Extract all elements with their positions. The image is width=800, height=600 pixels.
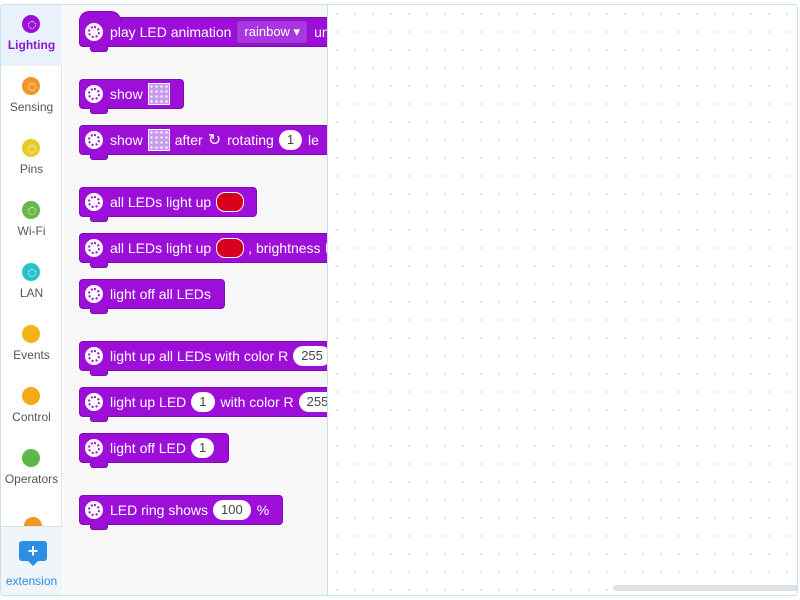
category-events[interactable]: Events [1, 315, 62, 376]
script-canvas[interactable] [327, 5, 797, 595]
block-text: with color R [220, 394, 294, 410]
category-label: Wi-Fi [17, 224, 46, 238]
block-text: all LEDs light up [110, 240, 212, 256]
led-index-input[interactable]: 1 [191, 438, 215, 458]
extension-label: extension [5, 574, 58, 588]
led-matrix-picker-icon[interactable] [147, 129, 170, 151]
block-text: show [110, 86, 143, 102]
lighting-block-icon [85, 501, 103, 519]
block-text: light off LED [110, 440, 187, 456]
category-label: Operators [4, 472, 59, 486]
sensing-icon [22, 77, 40, 95]
block-show-after-rotating[interactable]: show after ↻ rotating 1 le [79, 125, 327, 160]
category-label: Pins [19, 162, 44, 176]
lighting-icon [22, 15, 40, 33]
lighting-block-icon [85, 85, 103, 103]
block-text: % [256, 502, 270, 518]
block-text: , brightness [248, 240, 321, 256]
category-pins[interactable]: Pins [1, 129, 62, 190]
lighting-block-icon [85, 439, 103, 457]
lighting-block-icon [85, 285, 103, 303]
category-label: Control [12, 410, 51, 424]
category-operators[interactable]: Operators [1, 439, 62, 500]
lighting-block-icon [85, 347, 103, 365]
category-label: Events [13, 348, 50, 362]
editor-frame: Lighting Sensing Pins Wi-Fi LAN Events C… [0, 4, 798, 596]
led-matrix-picker-icon[interactable] [147, 83, 170, 105]
category-label: LAN [19, 286, 44, 300]
block-all-leds-light-up-brightness[interactable]: all LEDs light up , brightness [79, 233, 327, 268]
rotate-clockwise-icon: ↻ [207, 132, 222, 149]
lighting-block-icon [85, 23, 103, 41]
block-text: after [174, 132, 203, 148]
control-icon [22, 387, 40, 405]
block-text: light off all LEDs [110, 286, 211, 302]
led-index-input[interactable]: 1 [191, 392, 215, 412]
block-text: all LEDs light up [110, 194, 212, 210]
category-control[interactable]: Control [1, 377, 62, 438]
block-text: LED ring shows [110, 502, 209, 518]
category-label: Sensing [9, 100, 54, 114]
next-category-icon[interactable] [24, 517, 42, 527]
block-light-up-all-leds-rgb[interactable]: light up all LEDs with color R 255 [79, 341, 327, 376]
red-value-input[interactable]: 255 [293, 346, 327, 366]
block-text: rotating [227, 132, 274, 148]
block-palette: play LED animation rainbow ▾ un show sho… [63, 5, 327, 595]
block-all-leds-light-up[interactable]: all LEDs light up [79, 187, 258, 222]
block-led-ring-shows[interactable]: LED ring shows 100 % [79, 495, 284, 530]
animation-dropdown[interactable]: rainbow ▾ [236, 20, 309, 44]
block-text: show [110, 132, 143, 148]
horizontal-scrollbar[interactable] [613, 585, 797, 591]
rotation-count-input[interactable]: 1 [278, 130, 303, 150]
brightness-input[interactable] [325, 238, 327, 258]
operators-icon [22, 449, 40, 467]
extension-button[interactable]: + extension [1, 526, 62, 595]
block-light-up-led-rgb[interactable]: light up LED 1 with color R 255 [79, 387, 327, 422]
category-label: Lighting [7, 38, 56, 52]
block-light-off-all-leds[interactable]: light off all LEDs [79, 279, 225, 314]
lighting-block-icon [85, 393, 103, 411]
category-lan[interactable]: LAN [1, 253, 62, 314]
category-sensing[interactable]: Sensing [1, 67, 62, 128]
color-picker[interactable] [216, 238, 245, 258]
lan-icon [22, 263, 40, 281]
category-sidebar: Lighting Sensing Pins Wi-Fi LAN Events C… [1, 5, 62, 595]
block-light-off-led[interactable]: light off LED 1 [79, 433, 230, 468]
block-text: un [314, 24, 327, 40]
block-play-led-animation[interactable]: play LED animation rainbow ▾ un [79, 11, 327, 52]
red-value-input[interactable]: 255 [298, 392, 327, 412]
block-show[interactable]: show [79, 79, 184, 114]
color-picker[interactable] [216, 192, 245, 212]
add-extension-icon: + [19, 541, 47, 566]
pins-icon [22, 139, 40, 157]
events-icon [22, 325, 40, 343]
lighting-block-icon [85, 193, 103, 211]
category-lighting[interactable]: Lighting [1, 5, 62, 66]
wifi-icon [22, 201, 40, 219]
block-text: light up LED [110, 394, 187, 410]
category-wifi[interactable]: Wi-Fi [1, 191, 62, 252]
block-text: light up all LEDs with color R [110, 348, 289, 364]
block-text: play LED animation [110, 24, 232, 40]
lighting-block-icon [85, 131, 103, 149]
block-text: le [308, 132, 319, 148]
percentage-input[interactable]: 100 [213, 500, 251, 520]
lighting-block-icon [85, 239, 103, 257]
